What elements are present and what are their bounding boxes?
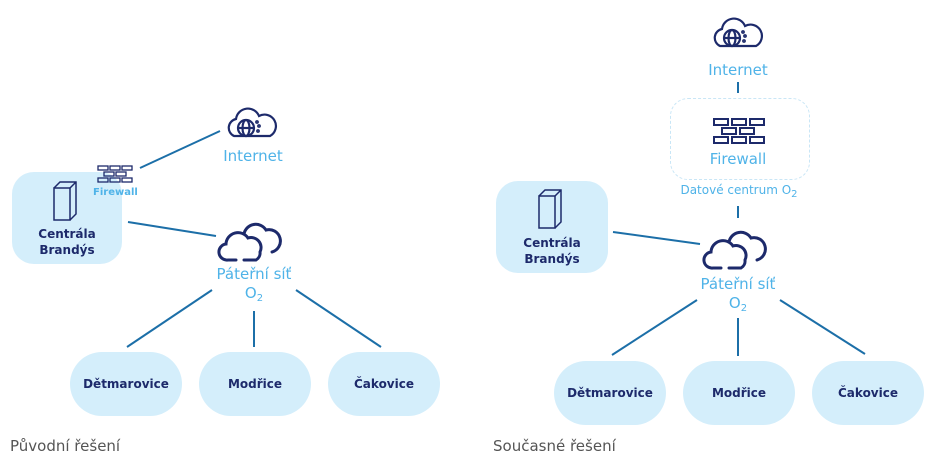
datacenter-text: Datové centrum O xyxy=(680,183,792,197)
caption-original: Původní řešení xyxy=(10,437,121,455)
backbone-sub: 2 xyxy=(740,303,748,314)
backbone-line1: Páteřní síť xyxy=(216,265,292,283)
firewall-label-current: Firewall xyxy=(709,150,767,168)
hq-label-current: Centrála Brandýs xyxy=(497,235,607,267)
backbone-label-current: Páteřní síť O2 xyxy=(688,275,788,318)
hq-label-original: Centrála Brandýs xyxy=(12,226,122,258)
cloud-icon xyxy=(702,230,767,270)
datacenter-sub: 2 xyxy=(791,189,798,200)
branch-node: Dětmarovice xyxy=(554,361,666,425)
brick-wall-icon xyxy=(97,165,133,183)
cloud-globe-icon xyxy=(713,17,763,48)
branch-node: Dětmarovice xyxy=(70,352,182,416)
hq-line1: Centrála xyxy=(523,236,581,250)
branch-node: Modřice xyxy=(199,352,311,416)
datacenter-box xyxy=(670,98,810,180)
backbone-line2: O2 xyxy=(204,284,304,308)
backbone-sub: 2 xyxy=(256,293,264,304)
server-icon xyxy=(538,189,562,229)
backbone-label-original: Páteřní síť O2 xyxy=(204,265,304,308)
backbone-line1: Páteřní síť xyxy=(700,275,776,293)
branch-node: Modřice xyxy=(683,361,795,425)
link-backbone-branch-3-current xyxy=(779,299,866,355)
internet-label-current: Internet xyxy=(708,61,768,79)
backbone-o: O xyxy=(244,284,257,302)
link-backbone-branch-3 xyxy=(295,289,382,348)
datacenter-label: Datové centrum O2 xyxy=(670,183,808,200)
hq-line2: Brandýs xyxy=(39,243,95,257)
backbone-o: O xyxy=(728,294,741,312)
hq-line2: Brandýs xyxy=(524,252,580,266)
link-backbone-branch-1-current xyxy=(611,299,698,356)
hq-line1: Centrála xyxy=(38,227,96,241)
branch-node: Čakovice xyxy=(812,361,924,425)
cloud-globe-icon xyxy=(227,107,277,138)
backbone-line2: O2 xyxy=(688,294,788,318)
caption-current: Současné řešení xyxy=(493,437,616,455)
cloud-icon xyxy=(217,222,282,262)
firewall-label-original: Firewall xyxy=(93,187,138,198)
server-icon xyxy=(53,181,77,221)
internet-label-original: Internet xyxy=(223,147,283,165)
brick-wall-icon xyxy=(713,118,765,144)
link-backbone-branch-1 xyxy=(126,289,213,348)
link-firewall-internet xyxy=(139,130,221,169)
link-hq-backbone xyxy=(127,221,217,237)
link-hq-backbone-current xyxy=(612,231,701,245)
branch-node: Čakovice xyxy=(328,352,440,416)
